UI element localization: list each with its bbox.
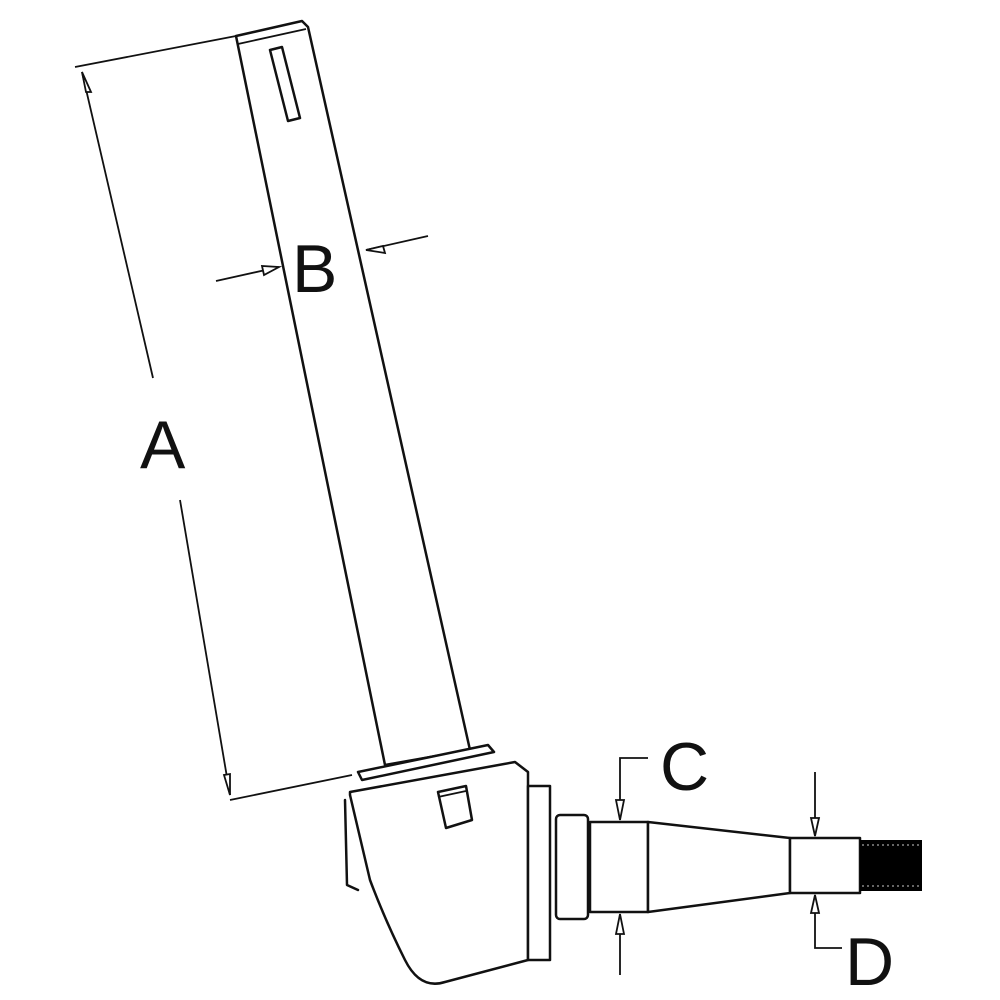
threads bbox=[860, 840, 922, 891]
dimension-d: D bbox=[809, 772, 894, 1000]
dimension-c: C bbox=[614, 729, 709, 975]
taper bbox=[646, 820, 792, 914]
grease-fitting bbox=[436, 784, 474, 830]
arrow-a-top bbox=[81, 71, 93, 93]
label-b: B bbox=[292, 231, 337, 307]
knuckle-body bbox=[343, 743, 590, 985]
label-a: A bbox=[140, 407, 186, 483]
bearing-seat-c bbox=[588, 820, 650, 914]
bearing-seat-d bbox=[788, 836, 862, 895]
arrow-a-bottom bbox=[222, 772, 231, 796]
slot bbox=[268, 45, 302, 123]
spindle-arm bbox=[234, 19, 472, 767]
collar bbox=[554, 813, 590, 921]
dimension-b: B bbox=[215, 231, 429, 307]
flange bbox=[526, 784, 552, 962]
dimension-a: A bbox=[74, 35, 353, 801]
label-d: D bbox=[845, 924, 894, 1000]
label-c: C bbox=[660, 729, 709, 805]
spindle-shaft bbox=[588, 820, 922, 914]
